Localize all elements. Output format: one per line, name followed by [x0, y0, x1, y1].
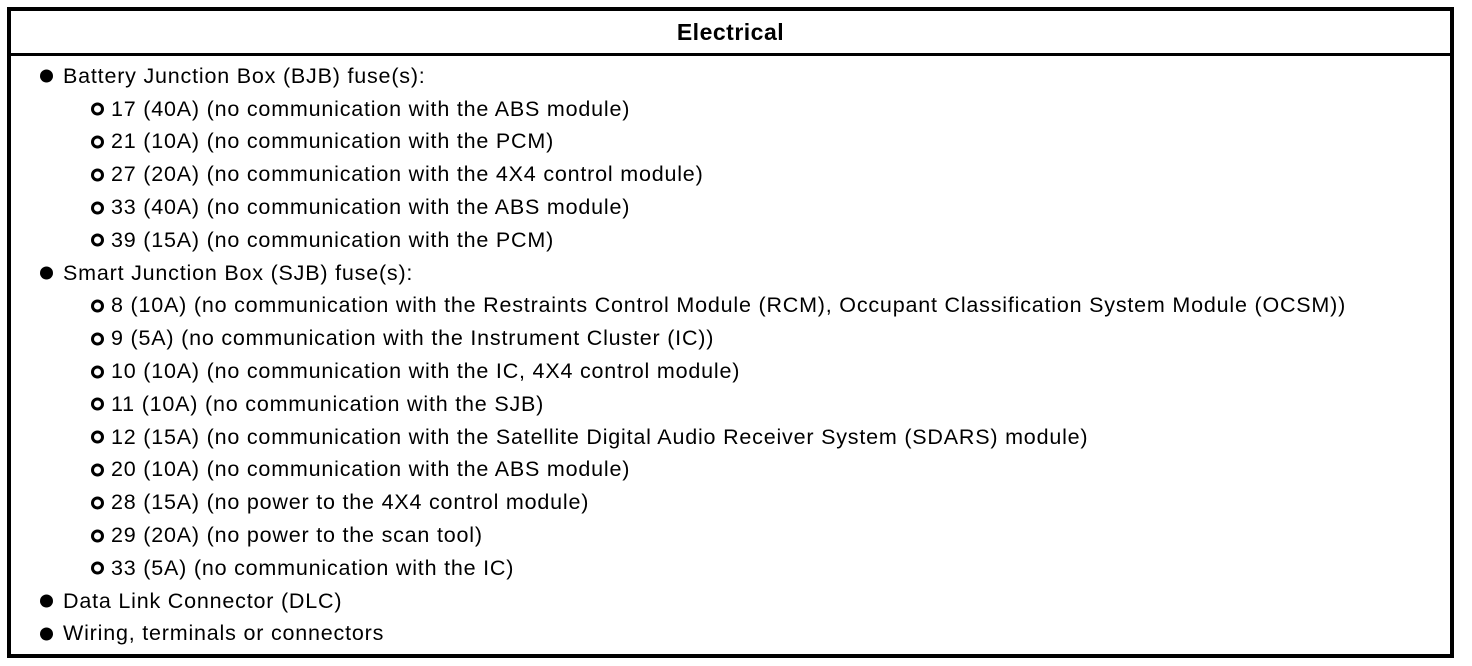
list-item: Smart Junction Box (SJB) fuse(s):	[11, 257, 1450, 290]
sub-list-item-label: 28 (15A) (no power to the 4X4 control mo…	[111, 490, 590, 515]
list-item: Wiring, terminals or connectors	[11, 618, 1450, 651]
open-bullet-icon	[91, 561, 104, 575]
filled-bullet-icon	[40, 627, 53, 641]
list-item: Battery Junction Box (BJB) fuse(s):	[11, 60, 1450, 93]
sub-list-item: 29 (20A) (no power to the scan tool)	[11, 519, 1450, 552]
sub-list-item-label: 11 (10A) (no communication with the SJB)	[111, 391, 545, 416]
table-header: Electrical	[11, 11, 1450, 56]
list-item-label: Smart Junction Box (SJB) fuse(s):	[63, 260, 414, 285]
sub-list-item-label: 20 (10A) (no communication with the ABS …	[111, 457, 631, 482]
open-bullet-icon	[91, 135, 104, 149]
open-bullet-icon	[91, 299, 104, 313]
sub-list-item: 27 (20A) (no communication with the 4X4 …	[11, 158, 1450, 191]
sub-list-item: 12 (15A) (no communication with the Sate…	[11, 421, 1450, 454]
list-item-label: Wiring, terminals or connectors	[63, 621, 385, 646]
sub-list-item-label: 10 (10A) (no communication with the IC, …	[111, 359, 741, 384]
open-bullet-icon	[91, 233, 104, 247]
open-bullet-icon	[91, 365, 104, 379]
sub-list-item-label: 33 (5A) (no communication with the IC)	[111, 555, 515, 580]
filled-bullet-icon	[40, 69, 53, 83]
sub-list-item-label: 21 (10A) (no communication with the PCM)	[111, 129, 555, 154]
sub-list-item-label: 39 (15A) (no communication with the PCM)	[111, 227, 555, 252]
sub-list-item: 33 (5A) (no communication with the IC)	[11, 552, 1450, 585]
sub-list-item: 11 (10A) (no communication with the SJB)	[11, 388, 1450, 421]
sub-list-item-label: 9 (5A) (no communication with the Instru…	[111, 326, 715, 351]
sub-list-item: 28 (15A) (no power to the 4X4 control mo…	[11, 486, 1450, 519]
filled-bullet-icon	[40, 594, 53, 608]
sub-list-item-label: 8 (10A) (no communication with the Restr…	[111, 293, 1347, 318]
electrical-table: Electrical Battery Junction Box (BJB) fu…	[7, 7, 1454, 658]
open-bullet-icon	[91, 397, 104, 411]
table-title: Electrical	[676, 18, 785, 45]
sub-list-item: 9 (5A) (no communication with the Instru…	[11, 322, 1450, 355]
open-bullet-icon	[91, 332, 104, 346]
sub-list-item-label: 12 (15A) (no communication with the Sate…	[111, 424, 1089, 449]
sub-list-item: 33 (40A) (no communication with the ABS …	[11, 191, 1450, 224]
sub-list-item: 8 (10A) (no communication with the Restr…	[11, 290, 1450, 323]
list-item-label: Data Link Connector (DLC)	[63, 588, 343, 613]
open-bullet-icon	[91, 201, 104, 215]
open-bullet-icon	[91, 529, 104, 543]
sub-list-item-label: 27 (20A) (no communication with the 4X4 …	[111, 162, 704, 187]
sub-list-item: 10 (10A) (no communication with the IC, …	[11, 355, 1450, 388]
open-bullet-icon	[91, 102, 104, 116]
sub-list-item-label: 33 (40A) (no communication with the ABS …	[111, 195, 631, 220]
sub-list-item-label: 29 (20A) (no power to the scan tool)	[111, 523, 483, 548]
sub-list-item: 21 (10A) (no communication with the PCM)	[11, 126, 1450, 159]
list-item: Data Link Connector (DLC)	[11, 585, 1450, 618]
list-item-label: Battery Junction Box (BJB) fuse(s):	[63, 63, 426, 88]
table-body: Battery Junction Box (BJB) fuse(s): 17 (…	[11, 56, 1450, 650]
sub-list-item: 39 (15A) (no communication with the PCM)	[11, 224, 1450, 257]
open-bullet-icon	[91, 430, 104, 444]
open-bullet-icon	[91, 463, 104, 477]
sub-list-item: 17 (40A) (no communication with the ABS …	[11, 93, 1450, 126]
open-bullet-icon	[91, 496, 104, 510]
sub-list-item: 20 (10A) (no communication with the ABS …	[11, 454, 1450, 487]
filled-bullet-icon	[40, 266, 53, 280]
sub-list-item-label: 17 (40A) (no communication with the ABS …	[111, 96, 631, 121]
open-bullet-icon	[91, 168, 104, 182]
